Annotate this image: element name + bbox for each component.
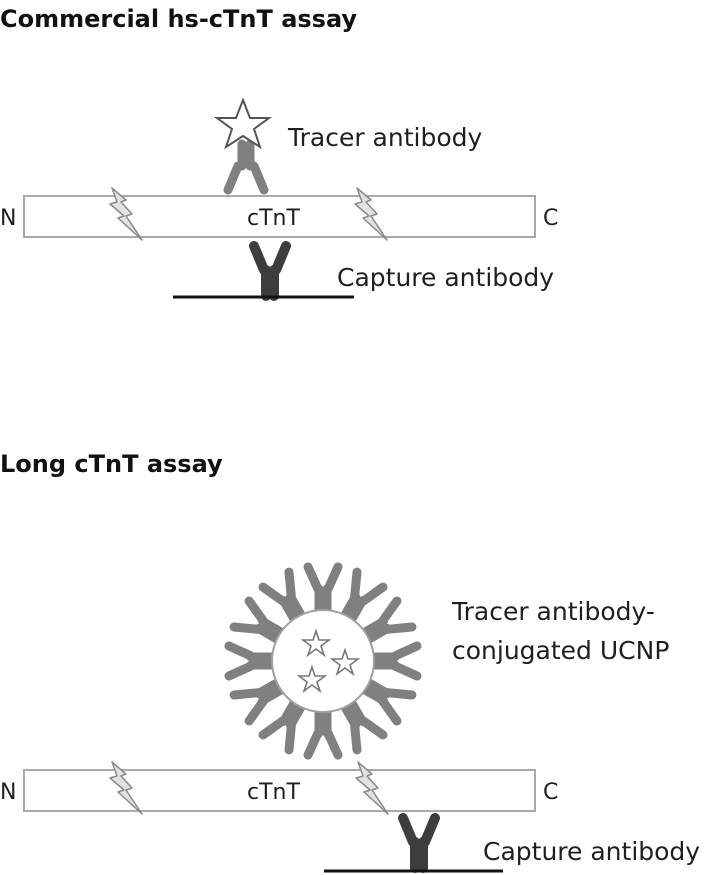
ucnp-tracer-antibody-icon bbox=[368, 641, 422, 681]
capture-antibody-icon bbox=[398, 813, 440, 873]
capture-antibody-label: Capture antibody bbox=[337, 263, 554, 292]
ucnp-star-icon bbox=[300, 628, 332, 658]
tracer-ucnp-label-line1: Tracer antibody- bbox=[451, 597, 655, 626]
ucnp-tracer-antibody-icon bbox=[303, 706, 343, 760]
ucnp-antibody-ring bbox=[224, 562, 422, 760]
ucnp-star-icon bbox=[296, 664, 328, 694]
ucnp-tracer-antibody-icon bbox=[229, 596, 287, 644]
tracer-antibody-label: Tracer antibody bbox=[287, 123, 482, 152]
panel-title: Commercial hs-cTnT assay bbox=[0, 5, 357, 33]
ucnp-tracer-antibody-icon bbox=[359, 596, 417, 644]
capture-antibody-label: Capture antibody bbox=[483, 837, 700, 866]
ucnp-tracer-antibody-icon bbox=[229, 678, 287, 726]
tracer-star-icon bbox=[213, 97, 273, 150]
ucnp-tracer-antibody-icon bbox=[359, 678, 417, 726]
capture-antibody-icon bbox=[249, 241, 291, 301]
panel-title: Long cTnT assay bbox=[0, 450, 223, 478]
tracer-antibody-icon bbox=[223, 139, 269, 195]
ucnp-tracer-antibody-icon bbox=[258, 697, 306, 755]
ucnp-tracer-antibody-icon bbox=[303, 562, 343, 616]
ucnp-star-icon bbox=[329, 647, 361, 677]
ucnp-tracer-antibody-icon bbox=[224, 641, 278, 681]
panel-commercial-assay: Commercial hs-cTnT assay N C cTnT Tracer… bbox=[0, 5, 558, 301]
n-terminus-label: N bbox=[0, 206, 16, 231]
c-terminus-label: C bbox=[543, 206, 558, 231]
ctnt-label: cTnT bbox=[247, 780, 300, 805]
ucnp-tracer-antibody-icon bbox=[340, 567, 388, 625]
c-terminus-label: C bbox=[543, 780, 558, 805]
n-terminus-label: N bbox=[0, 780, 16, 805]
ctnt-protein-bar bbox=[23, 195, 536, 238]
ucnp-tracer-antibody-icon bbox=[258, 567, 306, 625]
ctnt-protein-bar bbox=[23, 769, 536, 812]
ucnp-particle bbox=[271, 609, 375, 713]
panel-long-assay: Long cTnT assay Tracer antibody- conjuga… bbox=[0, 450, 700, 873]
ctnt-label: cTnT bbox=[247, 206, 300, 231]
tracer-ucnp-label-line2: conjugated UCNP bbox=[452, 636, 669, 665]
ucnp-tracer-antibody-icon bbox=[340, 697, 388, 755]
